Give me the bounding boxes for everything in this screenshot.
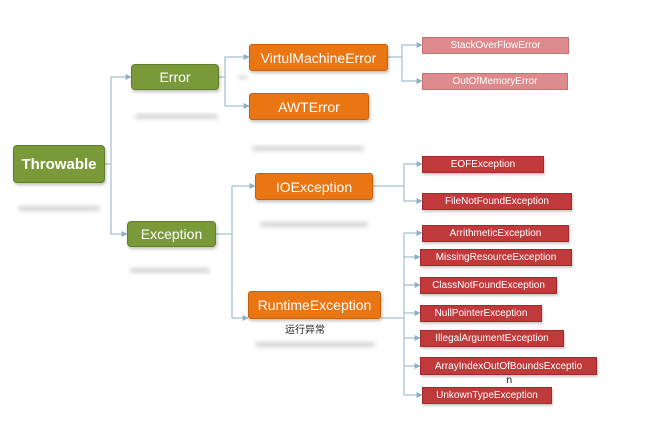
node-illegal-argument-exception: IllegalArgumentException xyxy=(420,330,564,347)
connector-io-eof xyxy=(373,161,423,187)
connector-io-filenotfound xyxy=(403,186,423,204)
node-awt-error: AWTError xyxy=(249,93,369,120)
node-runtime-exception: RuntimeException xyxy=(248,291,381,319)
node-out-of-memory-error: OutOfMemoryError xyxy=(422,73,568,90)
connector-vme-outofmemory xyxy=(401,57,423,84)
connector-exception-runtime xyxy=(231,234,249,321)
blurred-text xyxy=(255,342,375,347)
node-file-not-found-exception: FileNotFoundException xyxy=(422,193,572,210)
runtime-exception-note: 运行异常 xyxy=(285,325,325,336)
node-virtual-machine-error: VirtulMachineError xyxy=(249,44,388,71)
node-unknown-type-exception: UnkownTypeException xyxy=(422,387,552,404)
node-eof-exception: EOFException xyxy=(422,156,544,173)
node-missing-resource-exception: MissingResourceException xyxy=(420,249,572,266)
array-index-exception-wrap: n xyxy=(506,375,513,386)
node-throwable: Throwable xyxy=(13,145,105,183)
node-null-pointer-exception: NullPointerException xyxy=(420,305,542,322)
node-arithmetic-exception: ArrithmeticException xyxy=(422,225,569,242)
connector-throwable-exception xyxy=(110,164,128,237)
connector-vme-stackoverflow xyxy=(388,42,423,58)
connector-exception-io xyxy=(216,183,256,235)
node-stack-overflow-error: StackOverFlowError xyxy=(422,37,569,54)
connector-error-vme xyxy=(219,54,250,78)
node-error: Error xyxy=(131,64,219,90)
blurred-text xyxy=(238,76,248,79)
blurred-text xyxy=(252,146,364,151)
blurred-text xyxy=(135,114,218,119)
blurred-text xyxy=(260,222,368,227)
connector-throwable-error xyxy=(105,74,132,165)
node-io-exception: IOException xyxy=(255,173,373,200)
node-array-index-exception: ArrayIndexOutOfBoundsExceptio xyxy=(420,357,597,375)
blurred-text xyxy=(130,268,210,273)
connector-error-awt xyxy=(224,77,250,109)
blurred-text xyxy=(18,206,100,211)
node-exception: Exception xyxy=(127,221,216,247)
node-class-not-found-exception: ClassNotFoundException xyxy=(420,277,557,294)
